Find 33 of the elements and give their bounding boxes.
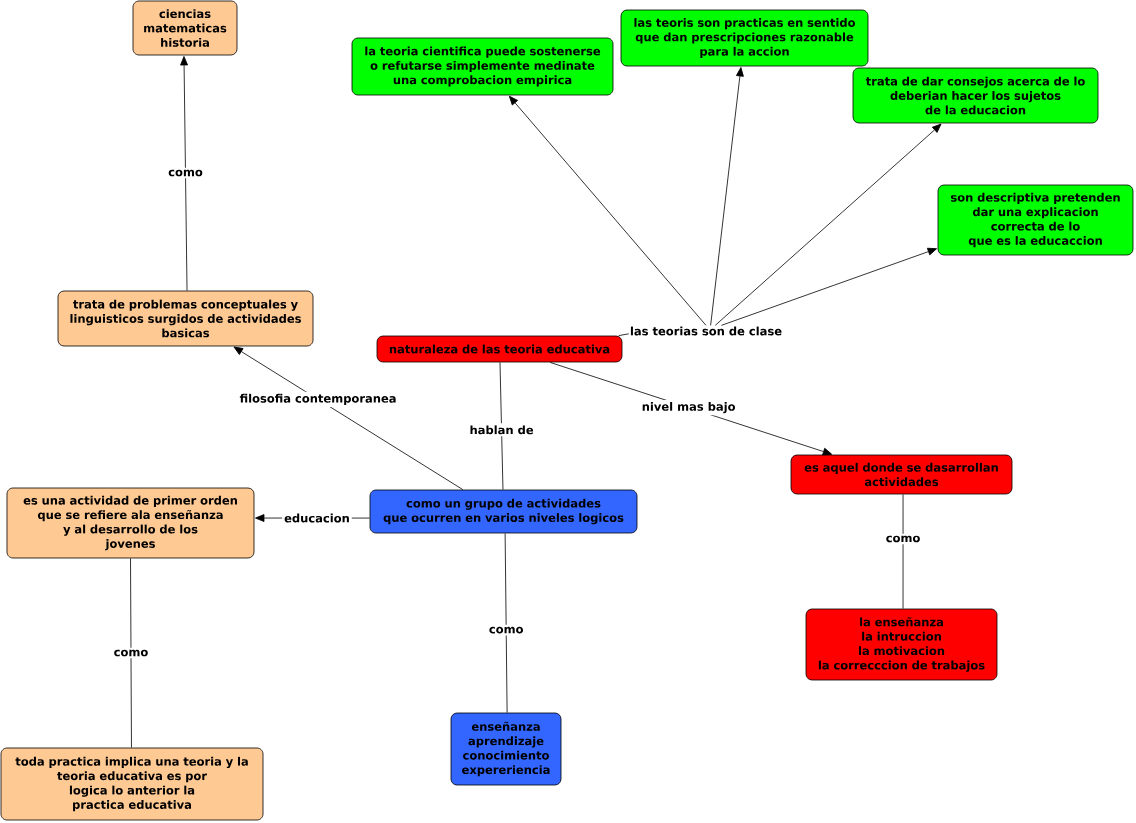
concept-box: la teoria cientifica puede sostenerse o refutarse simplemente medinate una comprobacion empirica [351, 37, 614, 96]
edge-label: educacion [282, 511, 352, 525]
connector-line [618, 333, 630, 336]
concept-box: son descriptiva pretenden dar una explicacion correcta de lo que es la educaccion [937, 184, 1134, 256]
concept-box: las teoris son practicas en sentido que dan prescripciones razonable para la accion [620, 9, 869, 67]
arrow [509, 95, 707, 326]
concept-box: trata de dar consejos acerca de lo deberian hacer los sujetos de la educacion [852, 67, 1099, 124]
arrow [714, 123, 942, 326]
edge-label: hablan de [467, 423, 536, 437]
concept-box: la enseñanza la intruccion la motivacion la correcccion de trabajos [805, 608, 998, 681]
concept-box: enseñanza aprendizaje conocimiento expereriencia [450, 712, 562, 786]
connector-line [499, 362, 504, 490]
edge-label: como [883, 533, 923, 545]
arrow [233, 346, 464, 490]
concept-box: es aquel donde se dasarrollan actividades [790, 454, 1013, 495]
edge-label: filosofia contemporanea [237, 391, 399, 407]
arrow [721, 247, 937, 326]
arrow [710, 67, 744, 326]
edge-label: nivel mas bajo [639, 400, 738, 416]
concept-box: ciencias matematicas historia [132, 0, 238, 56]
arrow [180, 56, 188, 291]
connector-line [902, 494, 904, 609]
edge-label: como [111, 647, 151, 659]
concept-box: toda practica implica una teoria y la teoria educativa es por logica lo anterior la practica educativa [0, 747, 264, 821]
linking-phrase: las teorias son de clase [630, 326, 782, 336]
concept-box: trata de problemas conceptuales y linguisticos surgidos de actividades basicas [57, 290, 314, 347]
concept-box: es una actividad de primer orden que se refiere ala enseñanza y al desarrollo de los jovenes [6, 487, 255, 559]
edge-label: como [486, 624, 526, 636]
concept-box: como un grupo de actividades que ocurren en varios niveles logicos [369, 489, 638, 534]
edge-label: como [166, 167, 205, 179]
connector-line [504, 533, 508, 713]
connector-line [130, 558, 132, 748]
concept-box: naturaleza de las teoria educativa [376, 335, 623, 363]
